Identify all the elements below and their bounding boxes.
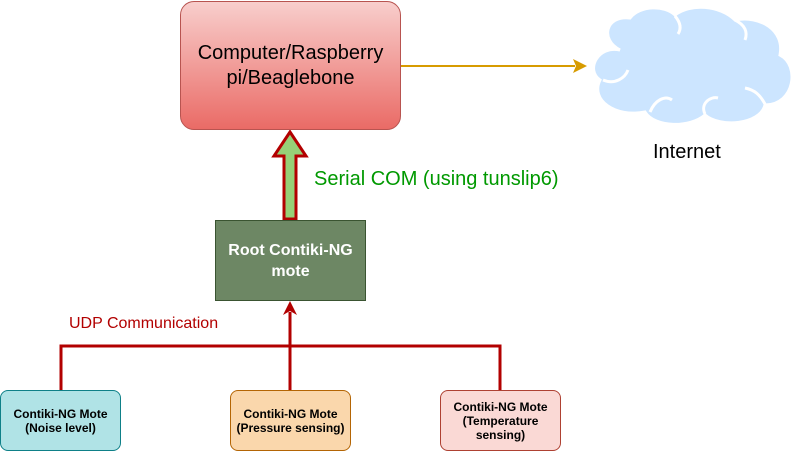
internet-label: Internet: [653, 141, 721, 163]
udp-label: UDP Communication: [69, 315, 219, 332]
computer-node[interactable]: Computer/Raspberry pi/Beaglebone: [180, 1, 401, 130]
serial-arrow: [271, 129, 309, 221]
udp-arrowhead: [283, 301, 297, 315]
mote-noise-node[interactable]: Contiki-NG Mote (Noise level): [0, 390, 121, 451]
root-mote-label: Root Contiki-NG mote: [228, 241, 353, 280]
cloud-icon: [592, 5, 794, 126]
mote-temperature-node[interactable]: Contiki-NG Mote (Temperature sensing): [440, 390, 561, 451]
mote-temperature-label: Contiki-NG Mote (Temperature sensing): [453, 399, 548, 442]
computer-label: Computer/Raspberry pi/Beaglebone: [197, 41, 384, 89]
mote-pressure-label: Contiki-NG Mote (Pressure sensing): [236, 406, 345, 435]
udp-connectors: [59, 312, 502, 390]
mote-noise-label: Contiki-NG Mote (Noise level): [13, 406, 108, 435]
internet-arrow: [401, 59, 587, 73]
serial-com-label: Serial COM (using tunslip6): [314, 168, 559, 190]
mote-pressure-node[interactable]: Contiki-NG Mote (Pressure sensing): [230, 390, 351, 451]
root-mote-node[interactable]: Root Contiki-NG mote: [215, 220, 366, 301]
